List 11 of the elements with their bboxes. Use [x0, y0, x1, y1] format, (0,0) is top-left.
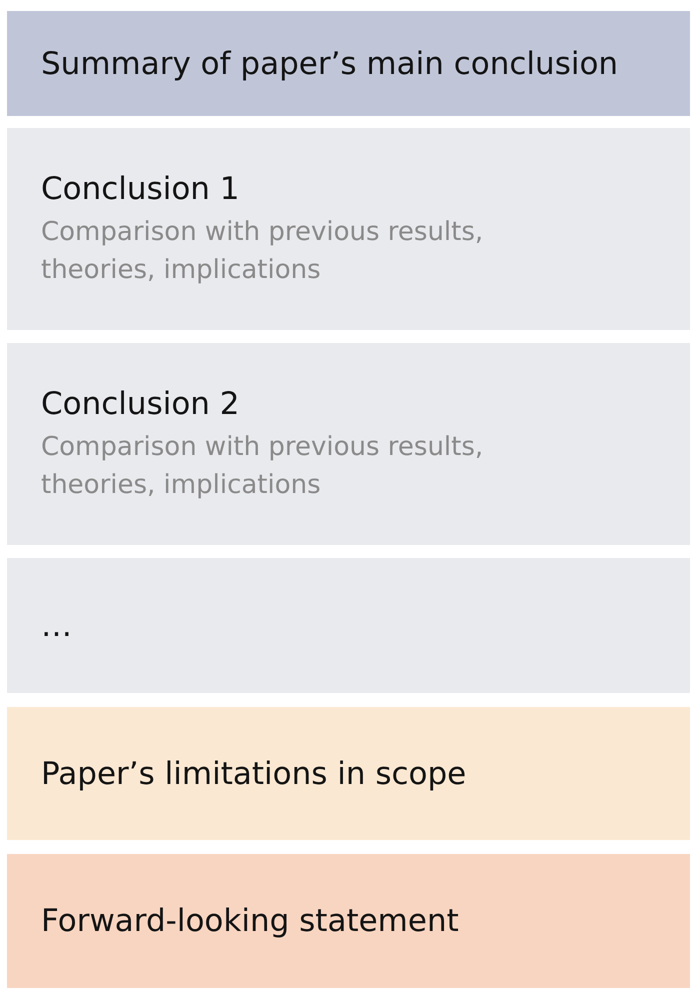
header-band: [7, 11, 690, 116]
band-heading: Paper’s limitations in scope: [41, 754, 468, 794]
band-heading: Summary of paper’s main conclusion: [41, 44, 620, 84]
band-description: Comparison with previous results, theories, implications: [41, 216, 484, 287]
band-heading: Conclusion 2: [41, 385, 241, 424]
band-heading: Forward-looking statement: [41, 902, 460, 941]
section-band: [7, 707, 690, 840]
band-heading: …: [41, 606, 73, 646]
band-description: Comparison with previous results, theories, implications: [41, 431, 484, 502]
band-heading: Conclusion 1: [41, 170, 241, 209]
section-band: [7, 854, 690, 988]
